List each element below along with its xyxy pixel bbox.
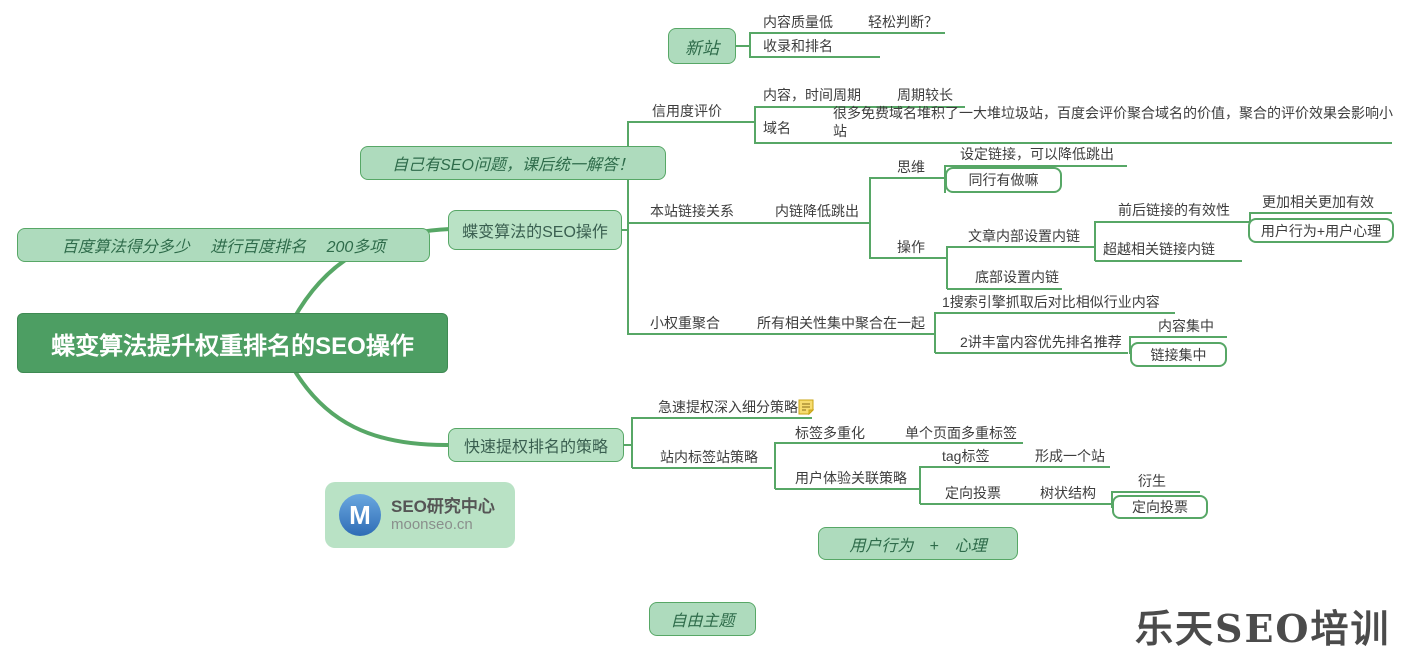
branch-line [750,32,945,34]
branch-line [775,488,915,490]
branch-line [1095,260,1242,262]
peers-doing[interactable]: 同行有做嘛 [945,167,1062,193]
branch-line [1094,221,1096,261]
branch-line [628,121,748,123]
branch-line [920,503,1108,505]
branch-line [919,466,921,504]
branch-line [947,288,1062,290]
branch-line [748,121,756,123]
content-concentration[interactable]: 内容集中 [1158,318,1214,334]
branch-line [774,442,776,489]
branch-line [627,121,629,335]
user-behavior-psych-note[interactable]: 用户行为 + 心理 [818,527,1018,560]
branch-line [628,333,935,335]
link-concentration[interactable]: 链接集中 [1130,342,1227,367]
logo-domain: moonseo.cn [391,516,473,534]
rich-content-priority[interactable]: 2讲丰富内容优先排名推荐 [960,334,1122,350]
branch-line [870,177,940,179]
new-site[interactable]: 新站 [668,28,736,64]
aggregate-related[interactable]: 所有相关性集中聚合在一起 [757,315,925,331]
operation[interactable]: 操作 [897,239,925,255]
se-crawl-compare[interactable]: 1搜索引擎抓取后对比相似行业内容 [942,294,1160,310]
note-icon[interactable] [798,399,814,415]
branch-line [935,352,1128,354]
butterfly-seo-ops[interactable]: 蝶变算法的SEO操作 [448,210,622,250]
logo-card[interactable]: M SEO研究中心 moonseo.cn [325,482,515,548]
branch-line [750,56,880,58]
branch-line [915,488,920,490]
branch-line [1090,246,1095,248]
small-weight-aggregation[interactable]: 小权重聚合 [650,315,720,331]
adjacent-link-validity[interactable]: 前后链接的有效性 [1118,202,1230,218]
user-behavior-psychology[interactable]: 用户行为+用户心理 [1248,218,1394,243]
branch-line [942,257,947,259]
tag-label[interactable]: tag标签 [942,448,990,464]
branch-line [946,246,948,289]
watermark: 乐天SEO培训 [1135,606,1391,651]
article-internal-links[interactable]: 文章内部设置内链 [968,228,1080,244]
branch-line [1112,491,1200,493]
long-cycle[interactable]: 周期较长 [897,87,953,103]
index-and-ranking[interactable]: 收录和排名 [763,38,833,54]
multi-tags-per-page[interactable]: 单个页面多重标签 [905,425,1017,441]
branch-line [632,417,812,419]
directional-voting[interactable]: 定向投票 [945,485,1001,501]
branch-line [755,142,1392,144]
branch-line [920,466,1110,468]
logo-m-icon: M [339,494,381,536]
more-relevant-more-effective[interactable]: 更加相关更加有效 [1262,194,1374,210]
branch-line [945,165,1127,167]
domain-note[interactable]: 很多免费域名堆积了一大堆垃圾站，百度会评价聚合域名的价值，聚合的评价效果会影响小… [833,105,1393,139]
rapid-subdivision-strategy[interactable]: 急速提权深入细分策略 [658,399,798,415]
branch-line [1250,212,1392,214]
branch-line [1108,503,1112,505]
seo-question-note[interactable]: 自己有SEO问题，课后统一解答！ [360,146,666,180]
branch-line [622,444,632,446]
content-quality-low[interactable]: 内容质量低 [763,14,833,30]
domain-name[interactable]: 域名 [763,120,791,136]
branch-line [940,177,945,179]
easy-judge[interactable]: 轻松判断？ [868,14,938,30]
branch-line [870,257,942,259]
branch-line [934,312,936,353]
thinking[interactable]: 思维 [897,159,925,175]
baidu-score-note[interactable]: 百度算法得分多少 进行百度排名 200多项 [17,228,430,262]
branch-line [754,106,756,144]
branch-line [947,246,1090,248]
branch-line [935,312,1175,314]
branch-line [631,417,633,468]
bottom-internal-links[interactable]: 底部设置内链 [975,269,1059,285]
internal-link-bounce[interactable]: 内链降低跳出 [775,203,859,219]
branch-line [1129,336,1131,354]
credibility-eval[interactable]: 信用度评价 [652,103,722,119]
derivation[interactable]: 衍生 [1138,473,1166,489]
site-link-relation[interactable]: 本站链接关系 [650,203,734,219]
logo-text: SEO研究中心 moonseo.cn [391,497,495,534]
beyond-related-links[interactable]: 超越相关链接内链 [1103,241,1215,257]
branch-line [869,177,871,259]
branch-line [632,467,772,469]
onsite-tag-strategy[interactable]: 站内标签站策略 [660,449,758,465]
tree-structure[interactable]: 树状结构 [1040,485,1096,501]
branch-line [736,45,750,47]
content-time-cycle[interactable]: 内容，时间周期 [763,87,861,103]
ux-association-strategy[interactable]: 用户体验关联策略 [795,470,907,486]
directional-voting-2[interactable]: 定向投票 [1112,495,1208,519]
fast-weight-strategy[interactable]: 快速提权排名的策略 [448,428,624,462]
logo-title: SEO研究中心 [391,496,495,516]
branch-line [628,222,870,224]
central-topic[interactable]: 蝶变算法提升权重排名的SEO操作 [17,313,448,373]
free-topic[interactable]: 自由主题 [649,602,756,636]
branch-line [1095,221,1255,223]
form-a-site[interactable]: 形成一个站 [1035,448,1105,464]
branch-line [749,32,751,58]
tag-multiplication[interactable]: 标签多重化 [795,425,865,441]
set-links-reduce-bounce[interactable]: 设定链接，可以降低跳出 [960,146,1114,162]
branch-line [755,106,965,108]
branch-line [1130,336,1227,338]
branch-line [775,442,1023,444]
branch-line [621,229,628,231]
